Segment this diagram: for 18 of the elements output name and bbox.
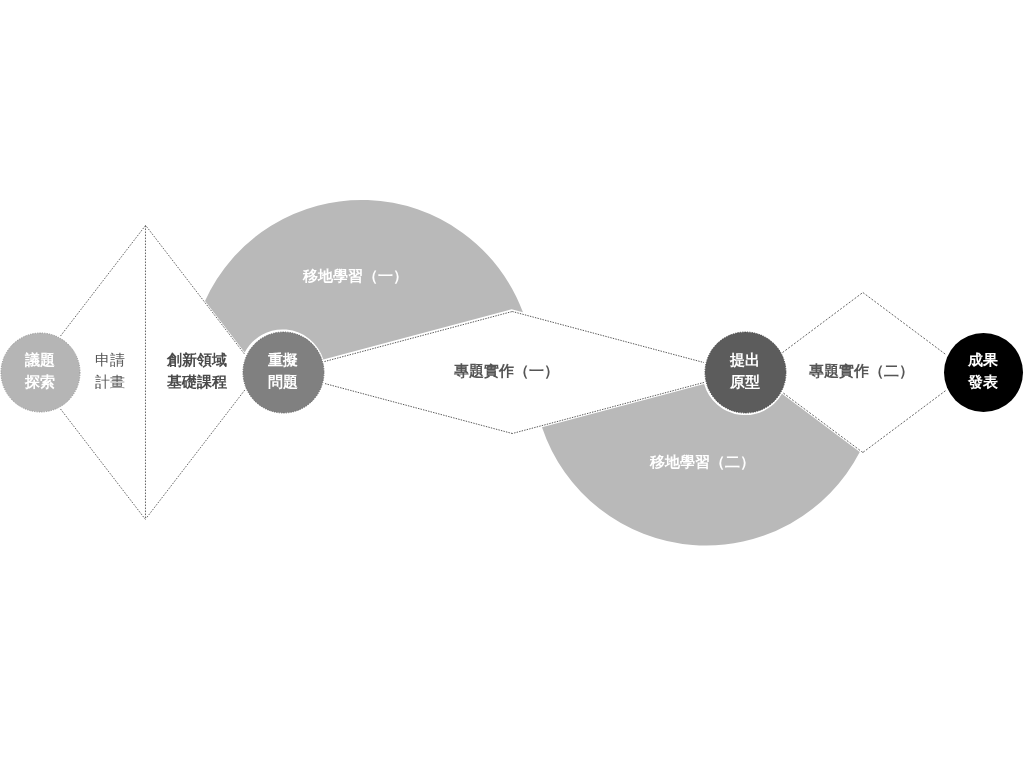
stage-circle [943, 332, 1023, 412]
stage-diamond [782, 291, 947, 453]
stage-label: 申請計畫 [94, 350, 126, 393]
stage-label: 移地學習（一） [303, 266, 409, 288]
stage-circle [704, 331, 786, 413]
stage-circle [0, 332, 80, 412]
stage-label: 提出原型 [729, 350, 761, 393]
stage-label: 專題實作（二） [809, 361, 915, 383]
stage-diamond [323, 310, 705, 434]
stage-triangle [145, 225, 245, 519]
stage-label: 成果發表 [967, 350, 999, 393]
stage-label: 議題探索 [24, 350, 56, 393]
stage-label: 專題實作（一） [454, 361, 560, 383]
stage-label: 創新領域基礎課程 [166, 350, 228, 393]
stage-label: 重擬問題 [267, 350, 299, 393]
stage-triangle [59, 224, 146, 520]
stage-label: 移地學習（二） [650, 452, 756, 474]
stage-circle [242, 331, 324, 413]
